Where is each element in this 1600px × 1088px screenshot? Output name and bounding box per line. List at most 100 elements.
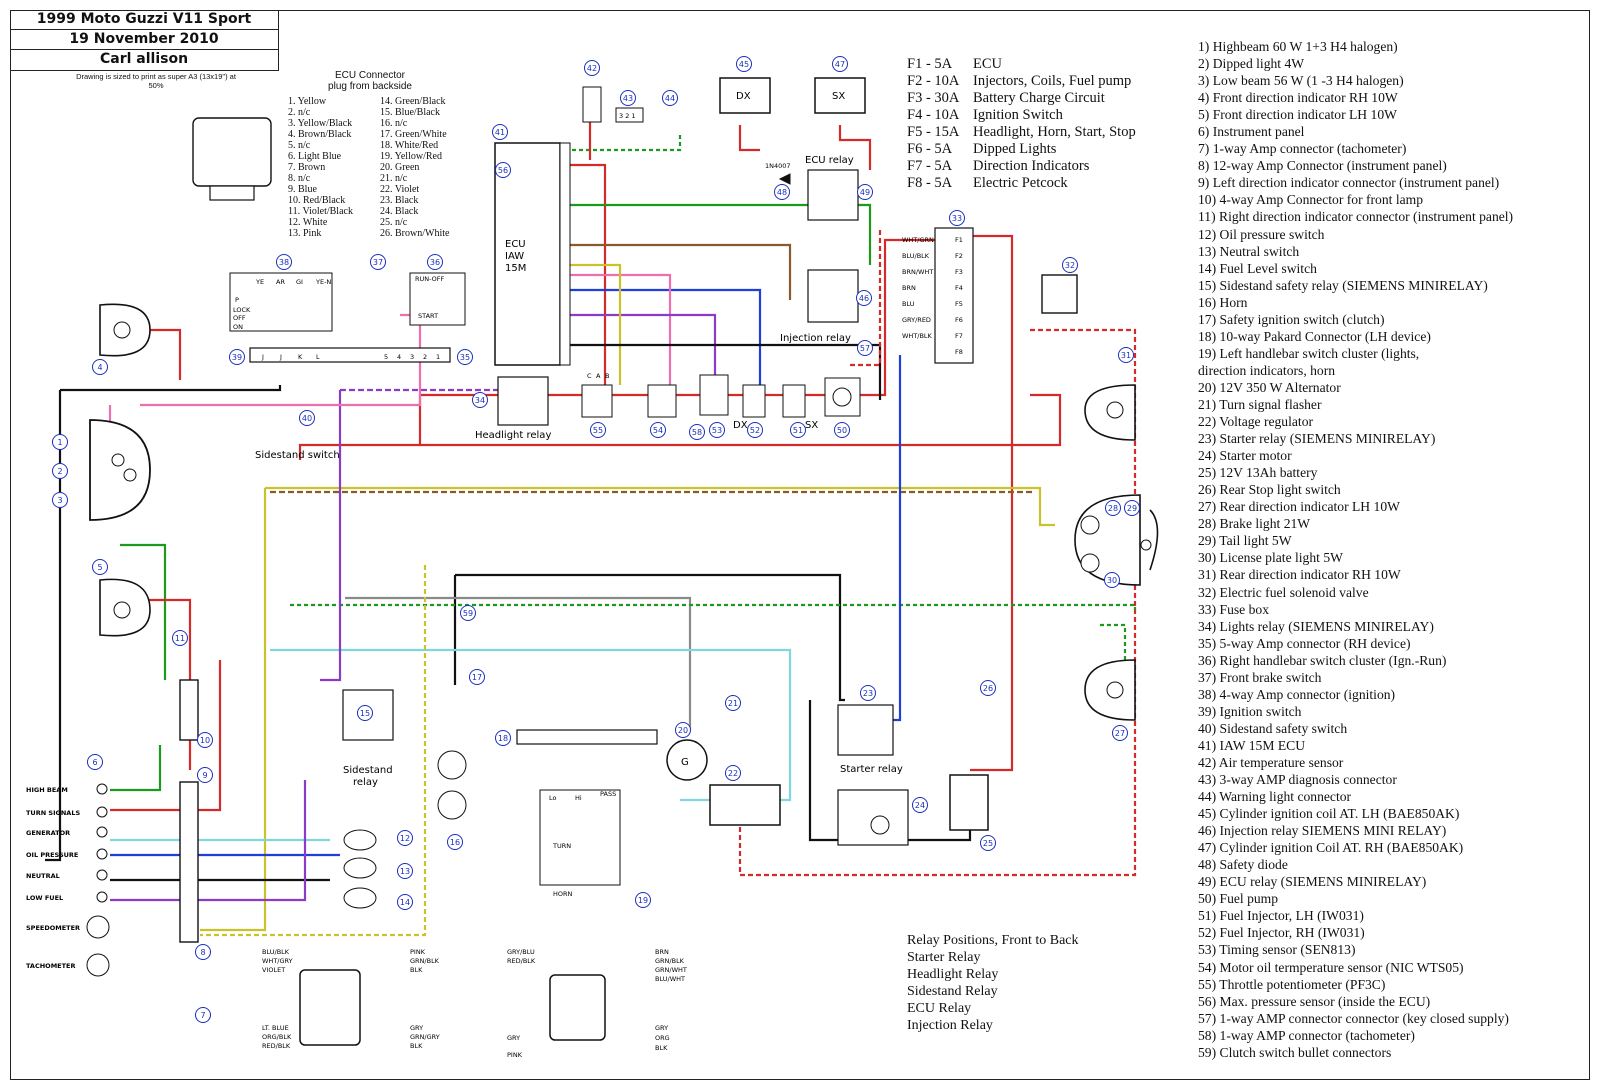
title-date: 19 November 2010 <box>10 30 278 50</box>
callout-number: 36 <box>430 258 440 267</box>
ecu-pin: 13. Pink <box>288 228 322 239</box>
callout-circle <box>832 56 848 72</box>
legend-item: 55) Throttle potentiometer (PF3C) <box>1198 976 1386 992</box>
brake-bulb-icon <box>1080 515 1100 535</box>
connector-pin-label: L <box>316 353 320 361</box>
horn-icon <box>437 790 467 820</box>
wire-red <box>110 660 222 812</box>
legend-item: 35) 5-way Amp connector (RH device) <box>1198 635 1411 651</box>
callout-circle <box>427 254 443 270</box>
wire-green <box>570 203 872 265</box>
fuse-id: F5 - 15A <box>907 124 960 140</box>
callout-number: 54 <box>653 426 663 435</box>
legend-item: 25) 12V 13Ah battery <box>1198 465 1318 481</box>
legend-item: 4) Front direction indicator RH 10W <box>1198 90 1398 106</box>
connector-wire-label: GRY <box>410 1024 423 1032</box>
ecu-label-1: ECU <box>505 239 526 250</box>
ign-column-label: YE-N <box>315 278 331 286</box>
coil-lh-label: DX <box>736 91 751 102</box>
callout-number: 3 <box>57 496 62 505</box>
legend-item: 19) Left handlebar switch cluster (light… <box>1198 345 1420 361</box>
fuse-wire-label: BLU <box>902 300 915 308</box>
callout-circle <box>620 90 636 106</box>
callout-circle <box>790 422 806 438</box>
connector-wire-label: BRN <box>655 948 669 956</box>
wire-yellow <box>265 486 1055 527</box>
legend-item: 7) 1-way Amp connector (tachometer) <box>1198 141 1407 157</box>
warning-lamp-icon <box>96 848 108 860</box>
callout-circle <box>1112 725 1128 741</box>
inj-rh-label: SX <box>805 420 818 431</box>
callout-number: 7 <box>200 1011 205 1020</box>
wire-yellow <box>200 565 427 937</box>
connector-strip-39 <box>249 347 451 363</box>
callout-group: 1234567891011121314151617181920212223242… <box>52 56 1140 1023</box>
callout-circle <box>495 730 511 746</box>
callout-circle <box>460 605 476 621</box>
warning-lamp-icon <box>96 869 108 881</box>
wire-black <box>60 385 282 392</box>
callout-number: 38 <box>279 258 289 267</box>
relay-position-item: ECU Relay <box>907 1001 972 1016</box>
ecu-connector-title: ECU Connector plug from backside <box>290 70 450 92</box>
legend-item: 59) Clutch switch bullet connectors <box>1198 1044 1392 1060</box>
wire-violet <box>570 313 717 385</box>
ecu-pin: 14. Green/Black <box>380 96 446 107</box>
wire-grey <box>345 596 692 730</box>
connector-wire-label: GRY <box>507 1034 520 1042</box>
legend-item: 42) Air temperature sensor <box>1198 754 1344 770</box>
callout-circle <box>195 944 211 960</box>
connector-wire-label: WHT/GRY <box>262 957 293 965</box>
connector-wire-label: ORG/BLK <box>262 1033 292 1041</box>
callout-circle <box>472 392 488 408</box>
highbeam-bulb-icon <box>111 453 125 467</box>
lh-switch-cluster <box>539 789 621 886</box>
connector-wire-label: RED/BLK <box>262 1042 291 1050</box>
alternator-icon <box>666 739 708 781</box>
callout-circle <box>469 669 485 685</box>
title-author: Carl allison <box>99 51 189 67</box>
callout-circle <box>675 722 691 738</box>
connector-pin-label: 2 <box>423 353 427 361</box>
connector-wire-label: GRN/WHT <box>655 966 687 974</box>
legend-item: 48) Safety diode <box>1198 857 1288 873</box>
callout-number: 2 <box>57 467 62 476</box>
callout-circle <box>197 767 213 783</box>
ecu-pin: 21. n/c <box>380 173 408 184</box>
fuse-id: F3 - 30A <box>907 90 960 106</box>
legend-item: 11) Right direction indicator connector … <box>1198 209 1514 225</box>
injector-rh <box>782 384 806 418</box>
oil-temp-sensor <box>647 384 677 418</box>
ecu-pin: 17. Green/White <box>380 129 447 140</box>
wire-blue <box>860 355 902 722</box>
switch-turn: TURN <box>552 842 571 850</box>
connector-18 <box>549 974 606 1041</box>
fuse-id: F4 - 10A <box>907 107 960 123</box>
lowbeam-bulb-icon <box>123 468 137 482</box>
callout-circle <box>1104 572 1120 588</box>
license-light <box>1149 509 1159 571</box>
callout-circle <box>980 835 996 851</box>
headlight-relay-label: Headlight relay <box>475 430 551 441</box>
callout-circle <box>1118 347 1134 363</box>
switch-horn: HORN <box>553 890 573 898</box>
wire-green <box>570 135 682 152</box>
air-temp-sensor <box>582 86 602 123</box>
injection-relay-label: Injection relay <box>780 333 851 344</box>
callout-circle <box>689 424 705 440</box>
callout-circle <box>197 732 213 748</box>
connector-wire-label: PINK <box>507 1051 523 1059</box>
legend-item: 30) License plate light 5W <box>1198 550 1343 566</box>
callout-number: 30 <box>1107 576 1117 585</box>
callout-number: 28 <box>1108 504 1118 513</box>
fuse-desc: Direction Indicators <box>973 158 1090 174</box>
horn-icon <box>437 750 467 780</box>
callout-circle <box>1062 257 1078 273</box>
throttle-pot <box>581 384 613 418</box>
run-off-label: RUN-OFF <box>415 275 445 283</box>
sidestand-switch-label: Sidestand switch <box>255 450 340 461</box>
diagnosis-connector <box>615 107 644 123</box>
switch-lo: Lo <box>549 794 557 802</box>
relay-position-item: Starter Relay <box>907 950 981 965</box>
